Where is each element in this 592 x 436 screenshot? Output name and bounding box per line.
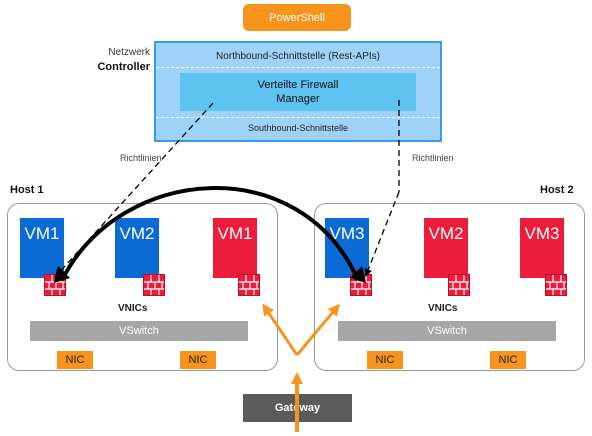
gateway-arrow-host2 bbox=[295, 303, 340, 356]
host1-vm1: VM1 bbox=[20, 218, 64, 278]
host2-nic-1: NIC bbox=[367, 351, 403, 369]
firewall-brick-icon bbox=[143, 274, 165, 296]
dfw-title: Verteilte Firewall bbox=[257, 79, 339, 91]
host1-vm2: VM2 bbox=[115, 218, 159, 278]
policy-line-right-lower bbox=[364, 191, 400, 277]
host2-nic-2: NIC bbox=[490, 351, 526, 369]
dfw-subtitle: Manager bbox=[276, 93, 320, 105]
vm-communication-arrow bbox=[60, 186, 360, 281]
host1-vswitch: VSwitch bbox=[30, 321, 248, 341]
distributed-firewall-manager: Verteilte Firewall Manager bbox=[180, 73, 416, 111]
powershell-box: PowerShell bbox=[243, 4, 351, 31]
arrowhead-right bbox=[350, 266, 366, 283]
host2-title: Host 2 bbox=[540, 184, 574, 196]
policies-label-right: Richtlinien bbox=[412, 153, 454, 163]
host1-title: Host 1 bbox=[10, 184, 44, 196]
southbound-interface: Southbound-Schnittstelle bbox=[247, 123, 349, 133]
controller-caption-bottom: Controller bbox=[97, 61, 150, 73]
host1-nic-2: NIC bbox=[180, 351, 216, 369]
host1-nic-1: NIC bbox=[57, 351, 93, 369]
policies-label-left: Richtlinien bbox=[120, 153, 162, 163]
controller-caption-top: Netzwerk bbox=[108, 47, 150, 58]
host2-vswitch: VSwitch bbox=[338, 321, 556, 341]
northbound-interface: Northbound-Schnittstelle (Rest-APIs) bbox=[216, 51, 380, 62]
host2-vnics-label: VNICs bbox=[428, 303, 458, 314]
firewall-brick-icon bbox=[238, 274, 260, 296]
firewall-brick-icon bbox=[545, 274, 567, 296]
controller-divider-bottom bbox=[156, 117, 440, 118]
controller-caption: Netzwerk Controller bbox=[60, 46, 150, 75]
host2-vm2: VM2 bbox=[424, 218, 468, 278]
host1-vnics-label: VNICs bbox=[118, 303, 148, 314]
host2-vm3: VM3 bbox=[520, 218, 564, 278]
network-controller: Northbound-Schnittstelle (Rest-APIs) Ver… bbox=[154, 41, 442, 142]
gateway-arrow-host1 bbox=[262, 303, 299, 356]
controller-divider-top bbox=[156, 67, 440, 68]
arrowhead-left bbox=[54, 266, 70, 283]
host1-vm3: VM1 bbox=[213, 218, 257, 278]
firewall-brick-icon bbox=[448, 274, 470, 296]
